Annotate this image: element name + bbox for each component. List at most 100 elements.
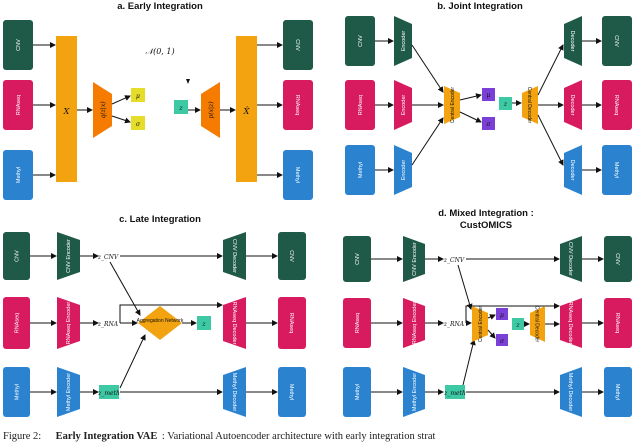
- c-cnv-decoder: [223, 232, 246, 280]
- d-rnaseq-encoder: [403, 298, 425, 348]
- c-z-meth-box: [99, 385, 119, 399]
- svg-text:Methyl: Methyl: [16, 167, 22, 183]
- panel-b-outputs: CNV RNAseq Methyl: [602, 16, 632, 195]
- d-methyl-encoder: [403, 367, 425, 417]
- svg-text:Encoder: Encoder: [401, 31, 407, 52]
- svg-text:RNAseq: RNAseq: [613, 95, 619, 115]
- svg-text:Central Decoder: Central Decoder: [534, 306, 540, 343]
- svg-text:z: z: [201, 321, 206, 328]
- b-methyl-encoder: [394, 145, 412, 195]
- svg-text:X: X: [63, 107, 70, 116]
- svg-text:RNAseq Decoder: RNAseq Decoder: [567, 302, 573, 345]
- panel-c-title: c. Late Integration: [119, 214, 201, 225]
- svg-text:CNV: CNV: [288, 250, 294, 262]
- svg-text:CNV: CNV: [614, 253, 620, 265]
- a-encoder-q: [93, 82, 112, 138]
- d-methyl-input: [343, 367, 371, 417]
- svg-text:Methyl: Methyl: [358, 162, 364, 178]
- d-central-encoder: [472, 306, 488, 342]
- a-recon-x: [236, 36, 257, 182]
- panel-d-title-line2: CustOMICS: [460, 220, 512, 231]
- svg-text:CNV: CNV: [15, 250, 21, 262]
- svg-text:Methyl: Methyl: [288, 384, 294, 400]
- panel-b-inputs: CNV RNAseq Methyl: [345, 16, 375, 195]
- svg-text:Encoder: Encoder: [401, 160, 407, 181]
- svg-text:CNV Encoder: CNV Encoder: [66, 239, 72, 273]
- d-methyl-output: [604, 367, 632, 417]
- b-cnv-decoder: [564, 16, 582, 66]
- svg-text:RNAseq: RNAseq: [15, 313, 21, 333]
- svg-text:RNAseq: RNAseq: [16, 95, 22, 115]
- svg-text:CNV: CNV: [358, 35, 364, 47]
- a-decoder-p: [201, 82, 220, 138]
- a-concat-x: [56, 36, 77, 182]
- d-cnv-input: [343, 236, 371, 282]
- svg-text:μ: μ: [500, 312, 504, 319]
- c-z-rna: z_RNA: [97, 321, 119, 328]
- svg-text:CNV Decoder: CNV Decoder: [231, 239, 237, 273]
- d-cnv-output: [604, 236, 632, 282]
- d-rnaseq-decoder: [560, 298, 582, 348]
- c-aggregation-network: [138, 306, 182, 340]
- svg-text:RNAseq: RNAseq: [614, 313, 620, 333]
- b-rnaseq-decoder: [564, 80, 582, 130]
- svg-text:Methyl Encoder: Methyl Encoder: [412, 373, 418, 411]
- b-methyl-decoder: [564, 145, 582, 195]
- c-methyl-decoder: [223, 367, 246, 417]
- svg-text:q(z|x): q(z|x): [100, 101, 107, 119]
- svg-text:p(x|z): p(x|z): [208, 101, 215, 119]
- svg-text:Decoder: Decoder: [569, 160, 575, 181]
- a-latent-z: [174, 100, 188, 114]
- panel-b-title: b. Joint Integration: [437, 1, 523, 12]
- svg-text:σ: σ: [486, 121, 491, 128]
- svg-text:RNAseq: RNAseq: [294, 95, 300, 115]
- panel-c-outputs: CNV RNAseq Methyl: [278, 232, 306, 417]
- b-central-encoder: [444, 86, 460, 124]
- a-mu: [131, 88, 145, 102]
- d-central-decoder: [530, 306, 545, 342]
- a-rnaseq-output: [283, 80, 313, 130]
- d-z-cnv: z_CNV: [443, 257, 465, 264]
- svg-text:z: z: [178, 105, 183, 112]
- svg-text:Methyl: Methyl: [613, 162, 619, 178]
- svg-text:μ: μ: [487, 92, 491, 99]
- c-cnv-encoder: [57, 232, 80, 280]
- svg-text:Decoder: Decoder: [569, 95, 575, 116]
- d-rnaseq-output: [604, 298, 632, 348]
- b-central-decoder: [522, 86, 538, 124]
- a-cnv-input: [3, 20, 33, 70]
- svg-text:RNAseq Encoder: RNAseq Encoder: [66, 302, 72, 345]
- svg-text:Methyl: Methyl: [294, 167, 300, 183]
- svg-text:Methyl: Methyl: [614, 384, 620, 400]
- svg-text:CNV Decoder: CNV Decoder: [567, 242, 573, 276]
- c-rnaseq-output: [278, 297, 306, 349]
- b-mu: [482, 88, 495, 101]
- panel-a-outputs: CNV RNAseq Methyl: [283, 20, 313, 200]
- c-z-meth: z_meth: [97, 390, 120, 397]
- svg-text:Methyl: Methyl: [355, 384, 361, 400]
- svg-text:RNAseq Decoder: RNAseq Decoder: [231, 302, 237, 345]
- c-methyl-output: [278, 367, 306, 417]
- svg-text:Methyl: Methyl: [15, 384, 21, 400]
- a-sigma: [131, 116, 145, 130]
- d-z-meth: z_meth: [443, 390, 466, 397]
- a-methyl-input: [3, 150, 33, 200]
- b-rnaseq-encoder: [394, 80, 412, 130]
- svg-text:CNV Encoder: CNV Encoder: [412, 242, 418, 276]
- d-latent-z: [512, 318, 524, 330]
- svg-text:z: z: [515, 322, 520, 329]
- a-methyl-output: [283, 150, 313, 200]
- svg-text:Decoder: Decoder: [569, 31, 575, 52]
- d-cnv-encoder: [403, 236, 425, 282]
- svg-text:Encoder: Encoder: [401, 95, 407, 116]
- svg-text:RNAseq: RNAseq: [288, 313, 294, 333]
- d-methyl-decoder: [560, 367, 582, 417]
- svg-text:RNAseq Encoder: RNAseq Encoder: [412, 302, 418, 345]
- a-prior-pointer: [186, 79, 190, 84]
- svg-text:CNV: CNV: [355, 253, 361, 265]
- panel-d-inputs: CNV RNAseq Methyl: [343, 236, 371, 417]
- a-cnv-output: [283, 20, 313, 70]
- d-sigma: [496, 334, 508, 346]
- b-methyl-output: [602, 145, 632, 195]
